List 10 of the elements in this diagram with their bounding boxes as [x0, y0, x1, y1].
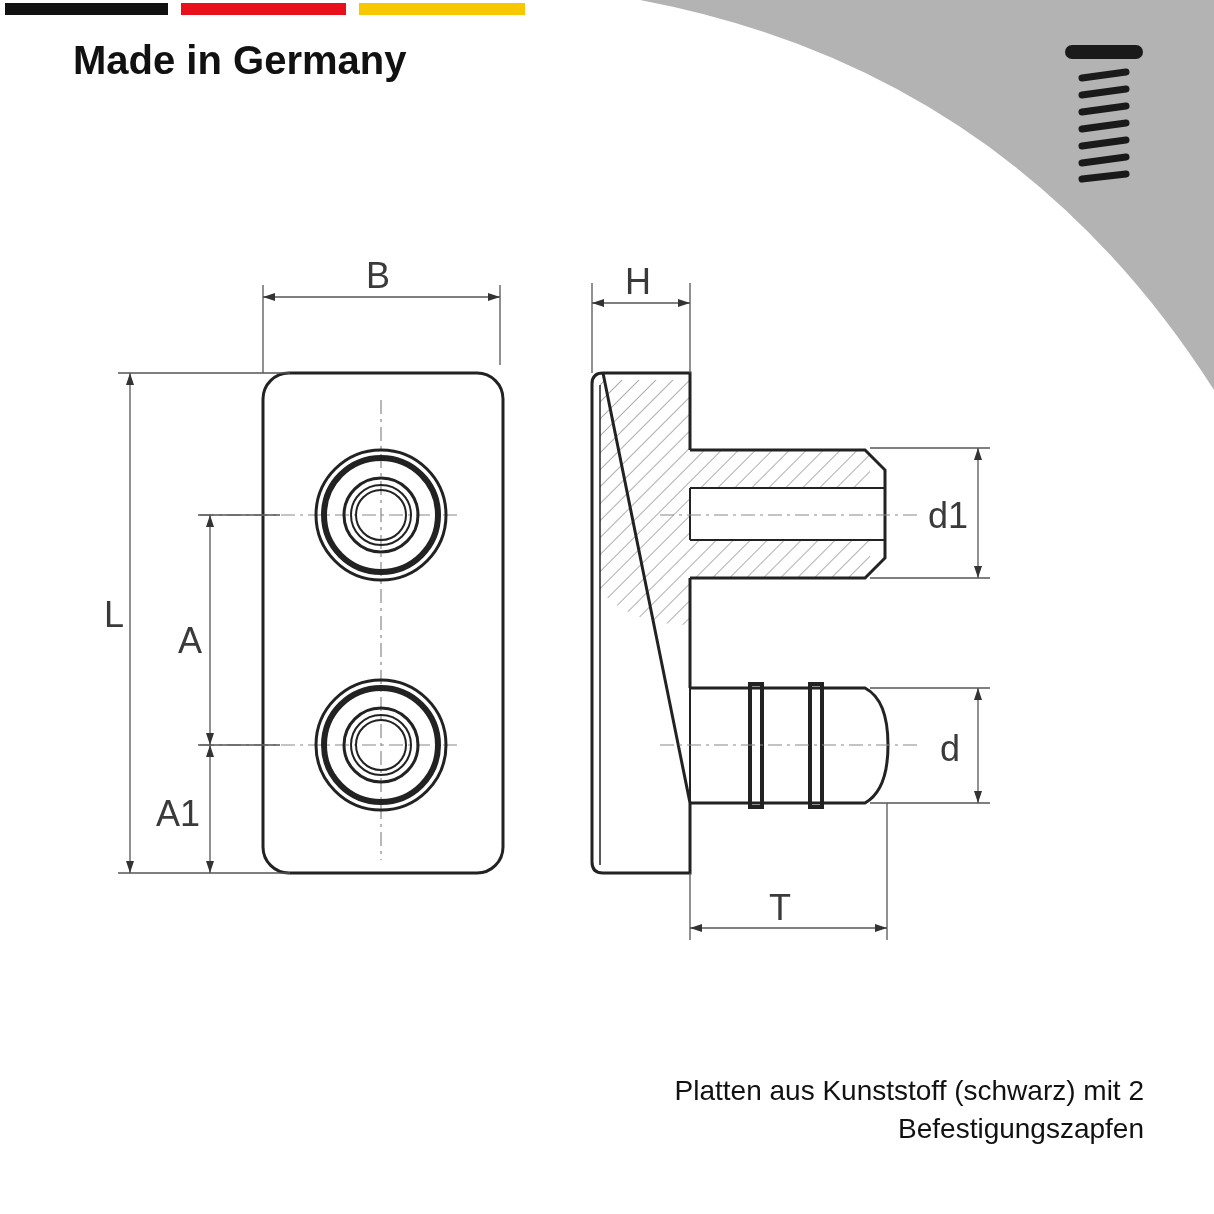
caption: Platten aus Kunststoff (schwarz) mit 2 Befestigungszapfen	[673, 1074, 1144, 1146]
dimension-label: H	[625, 264, 651, 300]
dimension-label: d1	[928, 498, 969, 534]
dimension-label: L	[104, 597, 125, 633]
dimension-label: B	[366, 258, 390, 294]
title: Made in Germany	[73, 40, 407, 80]
dimension-label: T	[769, 890, 791, 926]
dimension-label: A	[178, 623, 202, 659]
dimension-label: A1	[156, 796, 201, 832]
dimension-label: d	[940, 731, 961, 767]
